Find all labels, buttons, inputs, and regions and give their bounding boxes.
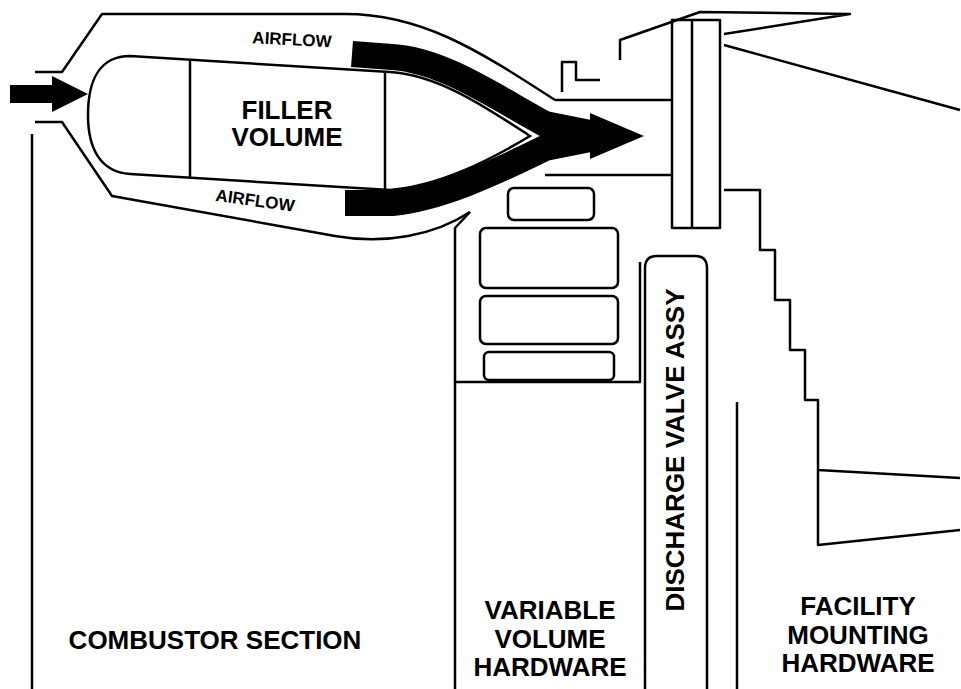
filler-rib [189,60,192,177]
facility-flange [620,12,850,60]
duct-top-wall [555,99,672,102]
volume-spacer [480,228,618,288]
flange-bracket [562,62,600,92]
section-label: COMBUSTOR SECTION [60,626,370,655]
section-label: VARIABLE VOLUME HARDWARE [462,596,638,682]
section-divider [31,134,34,689]
outlet-arrow [590,113,644,159]
filler-outline-path [88,56,530,190]
facility-duct-wall [724,45,960,110]
discharge-valve-plate [672,20,720,228]
filler-rib [384,72,387,189]
section-label: DISCHARGE VALVE ASSY [661,286,691,613]
volume-spacer [484,352,614,380]
inlet-arrow [10,76,88,112]
filler-volume: FILLER VOLUME [85,48,535,198]
flow-label: AIRFLOW [212,186,297,217]
volume-spacer [480,296,618,344]
section-label: FACILITY MOUNTING HARDWARE [760,592,956,678]
discharge-valve-stem [645,256,707,689]
node-label: FILLER VOLUME [193,97,381,152]
volume-piston [508,188,594,220]
facility-duct-wall [818,470,960,545]
valve-plate-line [691,20,694,228]
facility-stepped-mount [724,190,960,478]
duct-bottom-wall [545,174,672,177]
flow-label: AIRFLOW [250,28,334,52]
variable-volume-housing [455,212,640,382]
section-divider [454,382,457,689]
section-divider [736,402,739,689]
